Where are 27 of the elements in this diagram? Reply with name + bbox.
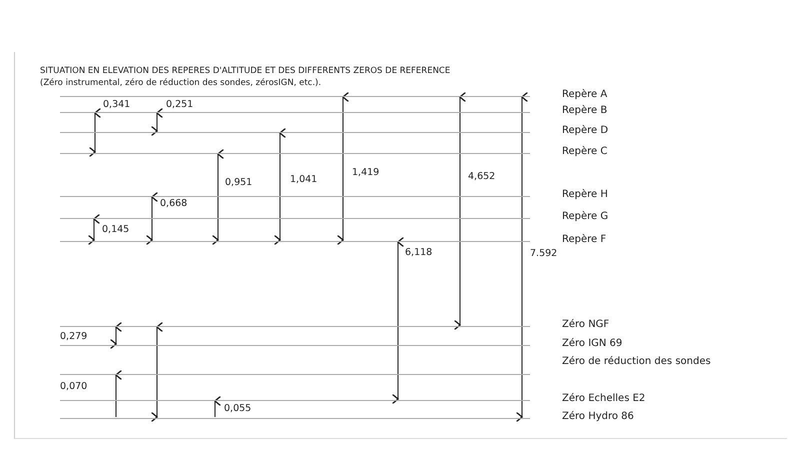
dimension-value: 0,951 [225,177,252,188]
level-label: Repère G [562,211,608,223]
dimension-value: 6,118 [405,247,432,258]
dimension-value: 0,341 [103,99,130,110]
level-label: Repère F [562,234,606,246]
level-label: Zéro Hydro 86 [562,411,634,423]
dimension-value: 0,279 [60,331,88,342]
dimension-value: 7.592 [530,248,558,259]
level-label: Zéro Echelles E2 [562,393,646,405]
level-label: Zéro de réduction des sondes [562,356,711,368]
dimension-value: 0,055 [224,403,252,414]
dimension-value: 0,251 [166,99,194,110]
dimension-value: 0,145 [102,224,130,235]
diagram-title: SITUATION EN ELEVATION DES REPERES D'ALTITUDE ET DES DIFFERENTS ZEROS DE REFERENCE [40,66,450,76]
level-label: Zéro IGN 69 [562,338,622,350]
level-label: Repère H [562,189,608,201]
dimension-value: 0,668 [160,198,188,209]
level-label: Repère B [562,105,608,117]
dimension-value: 1,419 [352,167,380,178]
dimension-value: 0,070 [60,381,88,392]
level-label: Repère A [562,89,608,101]
subtitle: (Zéro instrumental, zéro de réduction des sondes, zérosIGN, etc.). [40,78,322,88]
level-label: Zéro NGF [562,319,610,331]
level-label: Repère C [562,146,608,158]
dimension-value: 1,041 [290,174,318,185]
dimension-value: 4,652 [468,171,496,182]
level-label: Repère D [562,125,608,137]
